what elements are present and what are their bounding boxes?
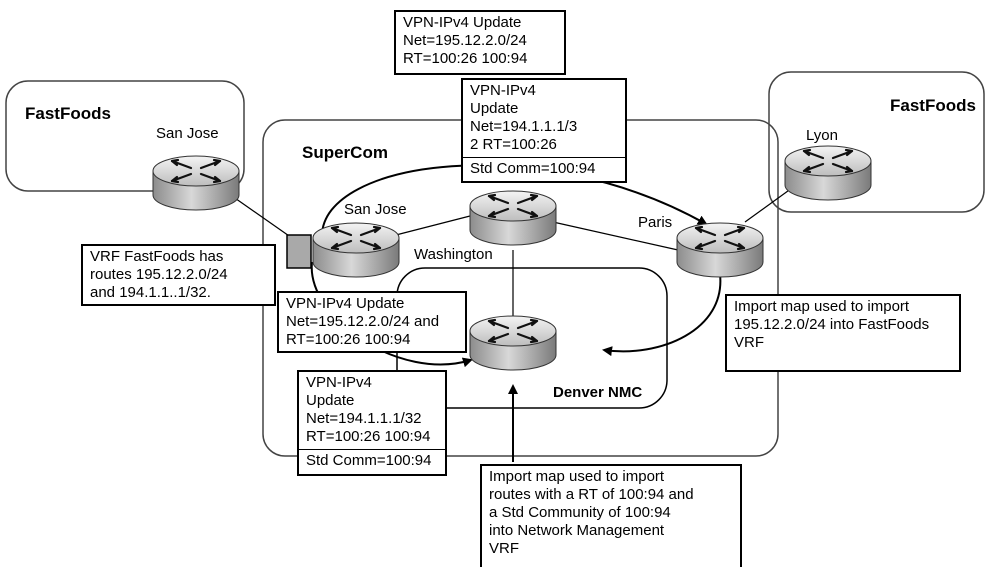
link-paris-lyon [744, 187, 793, 223]
callout-line: VPN-IPv4 Update [403, 14, 522, 31]
router-denver-icon [468, 314, 558, 372]
callout-line: VRF [734, 334, 764, 351]
router-label-lyon: Lyon [806, 127, 838, 144]
router-label-washington: Washington [414, 246, 493, 263]
router-label-ce-san-jose: San Jose [156, 125, 219, 142]
site-label-fastfoods-left: FastFoods [25, 104, 111, 123]
router-label-pe-san-jose: San Jose [344, 201, 407, 218]
fastfoods-right-site [768, 71, 985, 213]
link-ce-sanjose-pe [231, 195, 293, 239]
router-pe-san-jose-icon [311, 221, 401, 279]
site-label-supercom: SuperCom [302, 143, 388, 162]
callout-import-nms: Import map used to import routes with a … [480, 464, 742, 567]
callout-line: VRF [489, 540, 519, 557]
fastfoods-left-site [5, 80, 245, 192]
callout-line: Import map used to import [489, 468, 665, 485]
callout-line: Import map used to import [734, 298, 910, 315]
callout-line: Update [470, 100, 519, 117]
callout-line: 2 RT=100:26 [470, 136, 557, 153]
callout-std-community: Std Comm=100:94 [463, 157, 625, 178]
callout-line: into Network Management [489, 522, 665, 539]
callout-center-update: VPN-IPv4 Update Net=194.1.1.1/3 2 RT=100… [461, 78, 627, 183]
link-washington-paris [552, 221, 679, 251]
callout-line: RT=100:26 100:94 [403, 50, 528, 67]
site-label-fastfoods-right: FastFoods [890, 96, 976, 115]
callout-vrf-fastfoods: VRF FastFoods has routes 195.12.2.0/24 a… [81, 244, 276, 306]
link-sanjose-washington [391, 215, 471, 237]
callout-line: routes 195.12.2.0/24 [90, 266, 228, 283]
callout-line: routes with a RT of 100:94 and [489, 486, 694, 503]
callout-lower-update: VPN-IPv4 Update Net=194.1.1.1/32 RT=100:… [297, 370, 447, 476]
callout-line: 195.12.2.0/24 into FastFoods [734, 316, 930, 333]
callout-line: Update [306, 392, 355, 409]
callout-line: a Std Community of 100:94 [489, 504, 671, 521]
router-ce-san-jose-icon [151, 154, 241, 212]
callout-top-update: VPN-IPv4 Update Net=195.12.2.0/24 RT=100… [394, 10, 566, 75]
callout-line: Net=195.12.2.0/24 [403, 32, 527, 49]
callout-line: Net=195.12.2.0/24 and [286, 313, 440, 330]
callout-line: and 194.1.1..1/32. [90, 284, 211, 301]
callout-line: RT=100:26 100:94 [306, 428, 431, 445]
router-washington-icon [468, 189, 558, 247]
callout-line: VPN-IPv4 Update [286, 295, 405, 312]
vrf-interface-box [286, 234, 312, 269]
router-label-paris: Paris [638, 214, 673, 231]
callout-mid-update: VPN-IPv4 Update Net=195.12.2.0/24 and RT… [277, 291, 467, 353]
callout-line: VPN-IPv4 [306, 374, 372, 391]
callout-line: VRF FastFoods has [90, 248, 224, 265]
callout-line: Net=194.1.1.1/3 [470, 118, 578, 135]
arrow-sanjose-to-paris [321, 164, 708, 237]
callout-std-community: Std Comm=100:94 [299, 449, 445, 470]
callout-line: RT=100:26 100:94 [286, 331, 411, 348]
callout-line: Net=194.1.1.1/32 [306, 410, 422, 427]
callout-import-fastfoods: Import map used to import 195.12.2.0/24 … [725, 294, 961, 372]
router-paris-icon [675, 221, 765, 279]
arrow-paris-to-denver [602, 273, 722, 357]
router-lyon-icon [783, 144, 873, 202]
router-label-denver: Denver NMC [553, 384, 643, 401]
callout-line: VPN-IPv4 [470, 82, 536, 99]
